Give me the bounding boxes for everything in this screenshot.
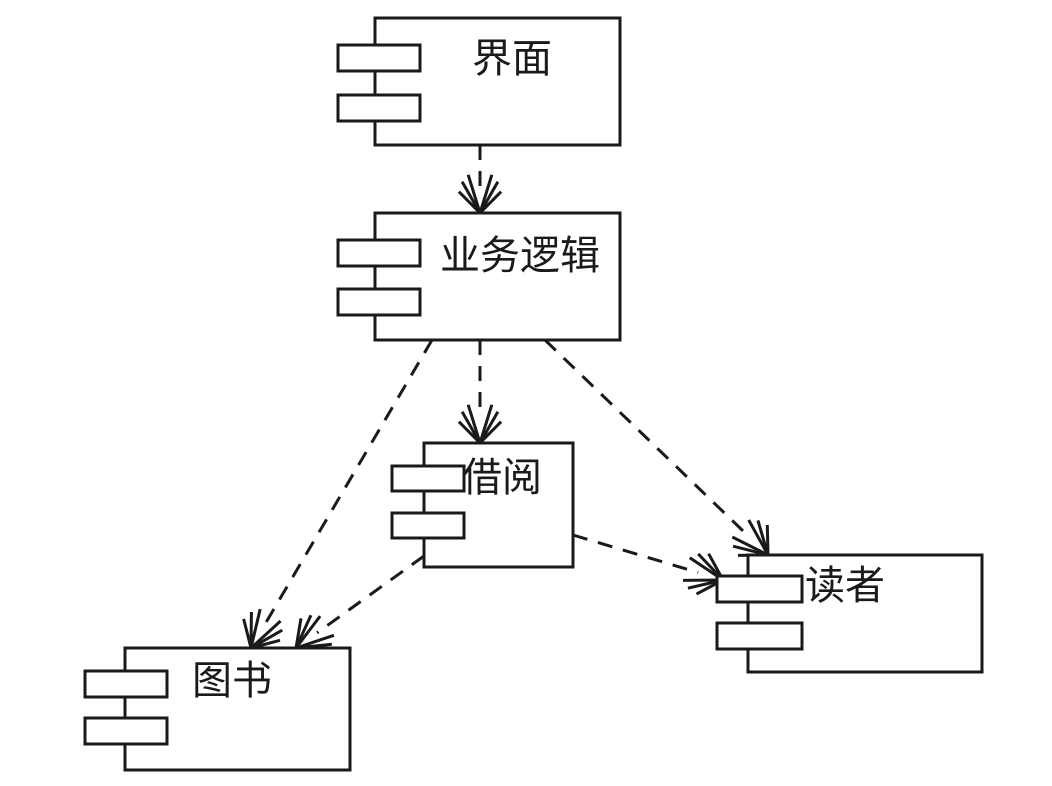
component-label: 图书 <box>192 658 272 704</box>
dependency-shaft <box>543 338 751 539</box>
component-body[interactable] <box>373 16 622 147</box>
component-tab-2 <box>390 511 466 540</box>
component-label: 界面 <box>472 36 552 82</box>
dependency-business-logic-to-readers[interactable] <box>543 338 770 557</box>
arrow-head-stroke <box>242 618 253 649</box>
arrow-head-stroke <box>460 181 482 214</box>
component-label: 读者 <box>805 563 885 609</box>
component-tab-2 <box>715 621 804 651</box>
arrow-head-stroke <box>756 520 770 556</box>
component-borrow[interactable]: 借阅 <box>390 441 575 569</box>
component-tab-1 <box>336 43 422 73</box>
component-readers[interactable]: 读者 <box>715 553 984 674</box>
arrow-head-stroke <box>478 420 503 445</box>
arrow-head-stroke <box>250 628 283 650</box>
arrow-head-stroke <box>460 411 482 444</box>
component-label: 借阅 <box>462 455 542 501</box>
component-tab-1 <box>336 238 422 268</box>
dependency-borrow-to-readers[interactable] <box>572 533 725 596</box>
component-tab-2 <box>336 287 422 317</box>
arrow-head-stroke <box>478 181 500 214</box>
arrow-head-stroke <box>478 411 500 444</box>
arrow-head-stroke <box>478 190 503 215</box>
component-business-logic[interactable]: 业务逻辑 <box>336 211 622 342</box>
component-tab-2 <box>83 716 169 746</box>
component-body[interactable] <box>123 646 352 772</box>
component-body[interactable] <box>373 211 622 342</box>
dependency-shaft <box>262 339 434 627</box>
arrow-head-stroke <box>294 618 303 649</box>
dependency-business-logic-to-borrow[interactable] <box>457 340 503 445</box>
component-tab-1 <box>715 574 804 604</box>
component-ui[interactable]: 界面 <box>336 16 622 147</box>
dependency-borrow-to-books[interactable] <box>294 554 425 655</box>
dependency-business-logic-to-books[interactable] <box>242 339 434 650</box>
component-tab-1 <box>390 464 466 493</box>
component-tab-2 <box>336 93 422 123</box>
arrow-head-stroke <box>457 190 482 215</box>
arrow-head-stroke <box>457 420 482 445</box>
component-books[interactable]: 图书 <box>83 646 352 772</box>
arrow-head-stroke <box>294 614 313 649</box>
component-body[interactable] <box>422 441 575 569</box>
dependency-shaft <box>572 533 699 574</box>
component-label: 业务逻辑 <box>440 233 600 279</box>
arrow-head-stroke <box>765 524 770 556</box>
dependency-shaft <box>316 554 425 635</box>
component-tab-1 <box>83 669 169 699</box>
dependency-ui-to-business-logic[interactable] <box>457 145 503 215</box>
